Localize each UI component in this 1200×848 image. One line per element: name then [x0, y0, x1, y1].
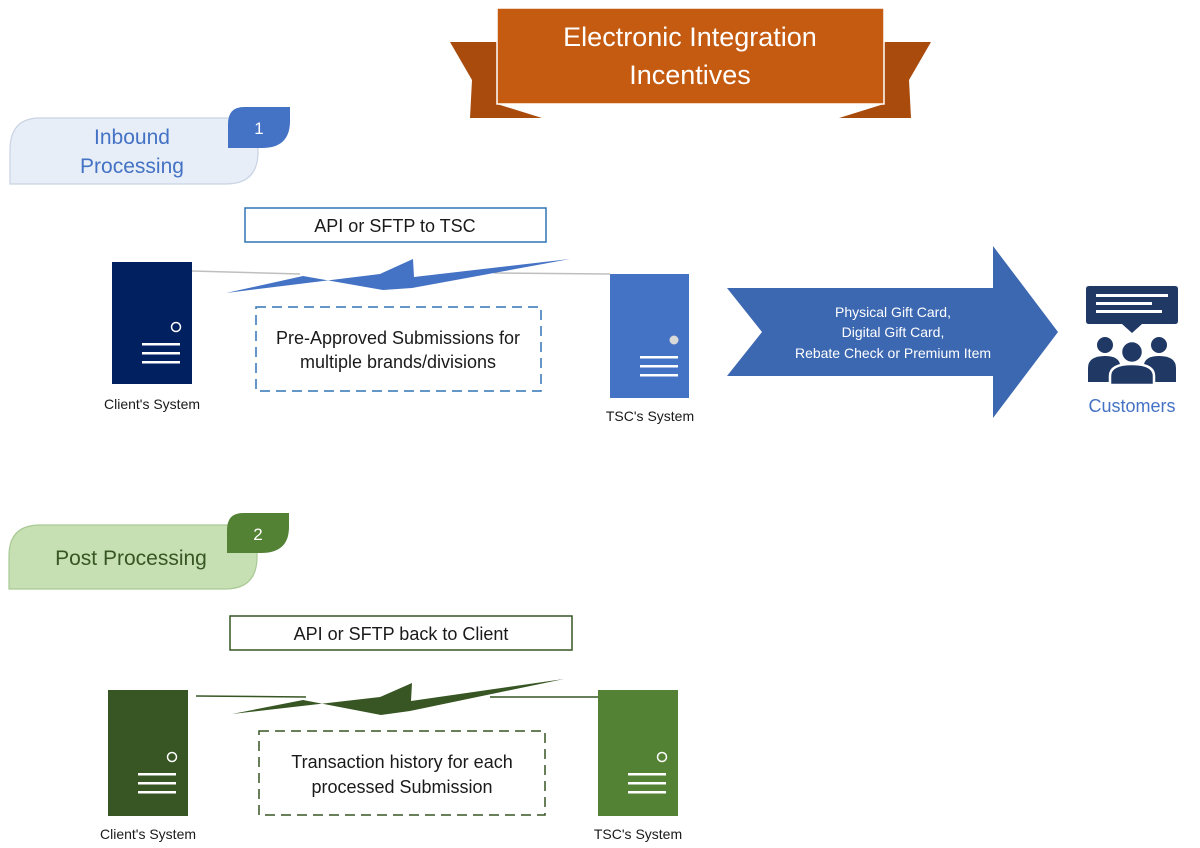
post-client-server-body [108, 690, 188, 816]
inbound-note-box [255, 306, 542, 392]
post-link-label-box [229, 615, 573, 651]
inbound-step-badge [228, 107, 290, 148]
inbound-client-server-slot [142, 361, 180, 364]
inbound-client-server-slot [142, 352, 180, 355]
post-tsc-server-light [656, 751, 668, 763]
post-tab-label: Post Processing [55, 547, 207, 570]
delivery-arrow-line1: Physical Gift Card, [835, 304, 951, 320]
post-client-server-light [166, 751, 178, 763]
customers-bubble-line [1096, 302, 1152, 305]
customers-bubble-line [1096, 310, 1162, 313]
delivery-arrow [727, 246, 1058, 418]
inbound-tab [9, 117, 259, 185]
customers-bubble-line [1096, 294, 1168, 297]
inbound-tab-line2: Processing [80, 155, 184, 178]
inbound-client-server-body [112, 262, 192, 384]
banner-right-tail [839, 42, 931, 118]
inbound-tsc-server-slot [640, 374, 678, 377]
banner-title-line1: Electronic Integration [563, 22, 817, 52]
inbound-client-label: Client's System [104, 396, 200, 412]
post-note-line1: Transaction history for each [291, 752, 512, 772]
post-tsc-server-slot [628, 791, 666, 794]
inbound-tsc-server-slot [640, 356, 678, 359]
customer-person-body [1108, 362, 1156, 387]
inbound-tsc-server-light [669, 335, 679, 345]
post-client-label: Client's System [100, 826, 196, 842]
inbound-lightning-bolt [226, 259, 570, 293]
post-step-number: 2 [253, 525, 262, 544]
post-connector-left [195, 695, 307, 698]
post-link-label: API or SFTP back to Client [294, 624, 509, 644]
post-section: Post Processing 2 API or SFTP back to Cl… [8, 513, 682, 842]
inbound-client-server [112, 262, 192, 384]
inbound-client-server-slot [142, 343, 180, 346]
customer-person-head [1119, 339, 1145, 365]
banner-title-line2: Incentives [629, 60, 751, 90]
customer-person-head [1151, 337, 1167, 353]
inbound-step-number: 1 [254, 119, 263, 138]
inbound-tsc-server-slot [640, 365, 678, 368]
title-banner: Electronic Integration Incentives [450, 7, 931, 118]
banner-face [496, 7, 885, 105]
delivery-arrow-line3: Rebate Check or Premium Item [795, 345, 991, 361]
delivery-arrow-line2: Digital Gift Card, [842, 324, 945, 340]
post-tsc-server [598, 690, 678, 816]
post-client-server [108, 690, 188, 816]
customers-feedback-icon [1086, 286, 1178, 387]
customer-person-head [1097, 337, 1113, 353]
post-note-line2: processed Submission [311, 777, 492, 797]
post-note-box [258, 730, 546, 816]
customers-label: Customers [1088, 396, 1175, 416]
inbound-tab-line1: Inbound [94, 126, 170, 149]
inbound-tsc-server-body [610, 274, 689, 398]
post-tsc-label: TSC's System [594, 826, 682, 842]
inbound-link-label: API or SFTP to TSC [314, 216, 475, 236]
post-client-server-slot [138, 791, 176, 794]
inbound-tsc-label: TSC's System [606, 408, 694, 424]
inbound-section: Inbound Processing 1 API or SFTP to TSC … [9, 107, 1178, 424]
inbound-note-line1: Pre-Approved Submissions for [276, 328, 520, 348]
post-tsc-server-slot [628, 773, 666, 776]
inbound-connector-right [493, 272, 611, 275]
post-client-server-slot [138, 773, 176, 776]
post-tsc-server-body [598, 690, 678, 816]
post-lightning-bolt [232, 679, 564, 715]
inbound-connector-left [191, 270, 301, 275]
post-client-server-slot [138, 782, 176, 785]
post-step-badge [227, 513, 289, 553]
inbound-client-server-light [170, 321, 182, 333]
banner-left-tail [450, 42, 542, 118]
post-tab [8, 524, 258, 590]
inbound-note-line2: multiple brands/divisions [300, 352, 496, 372]
post-tsc-server-slot [628, 782, 666, 785]
inbound-link-label-box [244, 207, 547, 243]
customers-speech-bubble [1086, 286, 1178, 333]
inbound-tsc-server [610, 274, 689, 398]
